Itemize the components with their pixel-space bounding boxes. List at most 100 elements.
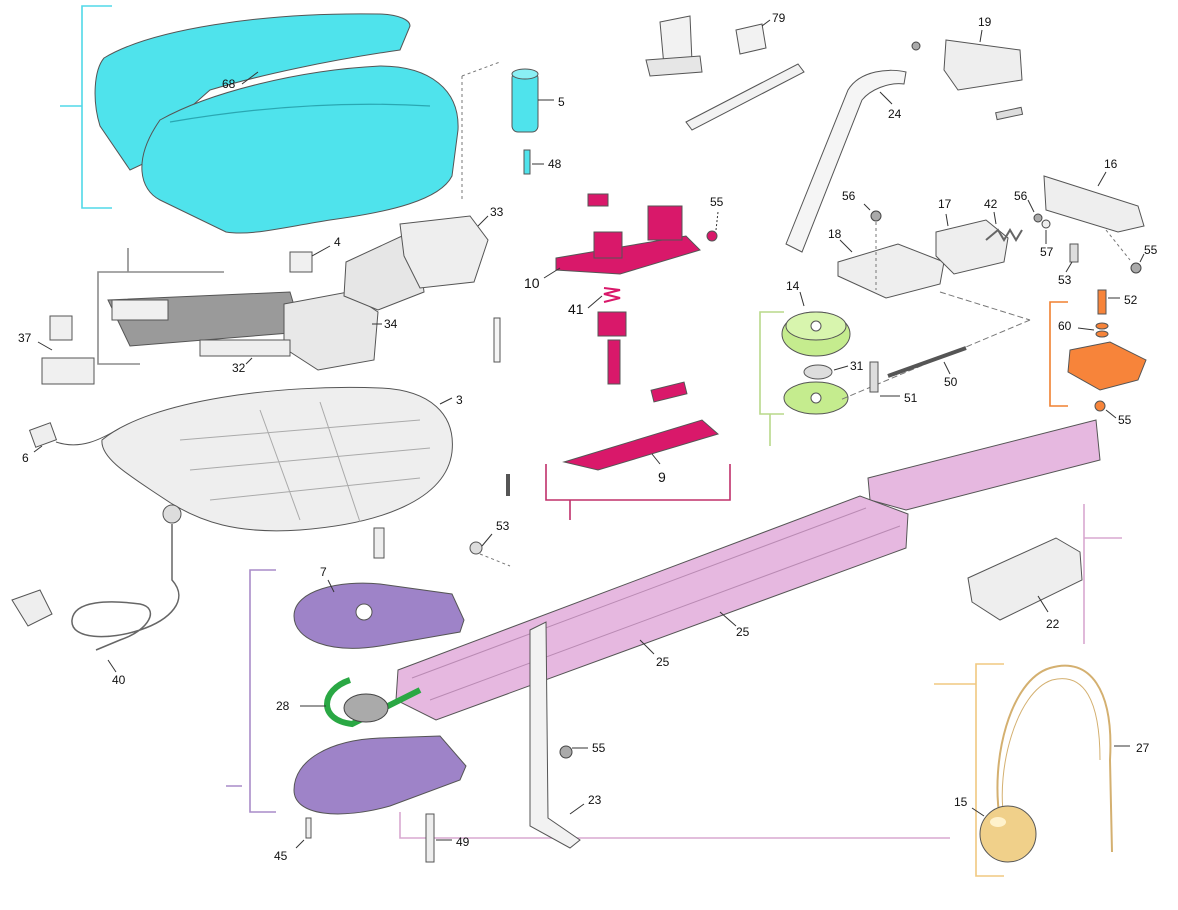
rail-dash — [479, 553, 511, 567]
carriage-block — [593, 231, 623, 259]
leader-3 — [439, 397, 453, 405]
label-60: 60 — [1058, 319, 1072, 333]
group-brackets — [60, 5, 1122, 877]
nut-55c — [1094, 400, 1106, 412]
label-9: 9 — [658, 469, 666, 485]
label-4: 4 — [334, 235, 341, 249]
label-25a: 25 — [736, 625, 750, 639]
leader-42 — [993, 211, 997, 225]
label-22: 22 — [1046, 617, 1060, 631]
label-56a: 56 — [842, 189, 856, 203]
label-27: 27 — [1136, 741, 1150, 755]
rail-section-near — [395, 495, 909, 721]
label-68: 68 — [222, 77, 236, 91]
rail-assembly: 25 25 22 53 — [395, 419, 1101, 721]
leader-22 — [1037, 595, 1049, 613]
leader-32 — [245, 357, 253, 365]
label-37: 37 — [18, 331, 32, 345]
connector-37a — [49, 315, 73, 341]
terminal-block — [111, 299, 169, 321]
leader-19 — [979, 29, 983, 43]
washer-60b — [1095, 330, 1109, 338]
connector-dash — [939, 291, 1031, 321]
grommet — [162, 504, 182, 524]
leader-41 — [587, 295, 603, 309]
bolt-51 — [869, 361, 879, 393]
screw-48 — [523, 149, 531, 175]
label-32: 32 — [232, 361, 246, 375]
leader-17 — [945, 213, 949, 227]
cord-27-inner — [1001, 678, 1101, 819]
nut-top — [911, 41, 921, 51]
label-55d: 55 — [592, 741, 606, 755]
leader-55a — [715, 211, 719, 231]
screw-49 — [425, 813, 435, 863]
leader-37 — [37, 341, 53, 351]
bolt-53b — [469, 541, 483, 555]
leader-55b — [1139, 253, 1145, 263]
control-unit-group-bracket — [97, 248, 224, 365]
leader-25a — [719, 611, 737, 627]
label-79: 79 — [772, 11, 786, 25]
switch-4 — [289, 251, 313, 273]
carriage-plate-10 — [555, 235, 701, 275]
gear-14-hub — [810, 320, 822, 332]
part-55a — [706, 230, 718, 242]
gearbox-33 — [399, 215, 489, 289]
label-33: 33 — [490, 205, 504, 219]
leader-14 — [799, 291, 805, 307]
leader-9 — [651, 453, 661, 465]
bracket-dash — [1105, 229, 1131, 261]
leader-31 — [833, 365, 849, 371]
carriage-group-bracket — [545, 464, 731, 520]
cord-27 — [996, 664, 1113, 853]
bracket-17 — [935, 219, 1009, 275]
belt-loop — [324, 677, 422, 728]
leader-6 — [33, 445, 43, 453]
sensor-wire — [55, 427, 121, 446]
nut-55d — [559, 745, 573, 759]
label-48: 48 — [548, 157, 562, 171]
label-41: 41 — [568, 301, 584, 317]
label-10: 10 — [524, 275, 540, 291]
carriage-post — [647, 205, 683, 241]
rail-groove — [411, 507, 901, 701]
label-56b: 56 — [1014, 189, 1028, 203]
plate-19 — [943, 39, 1023, 91]
top-cover — [94, 13, 411, 171]
pulley-base — [293, 735, 467, 815]
label-53b: 53 — [496, 519, 510, 533]
leader-68 — [241, 71, 259, 85]
rail-connector-group-bracket — [1083, 504, 1122, 644]
rail-section-far — [867, 419, 1101, 511]
arm-24 — [785, 69, 907, 253]
label-55a: 55 — [710, 195, 724, 209]
label-51: 51 — [904, 391, 918, 405]
connector-37b — [41, 357, 95, 385]
spring-42 — [985, 228, 1023, 242]
label-45: 45 — [274, 849, 288, 863]
cover-assembly: 68 5 48 — [94, 13, 565, 234]
bulb-group-bracket — [934, 663, 1004, 877]
cover-group-bracket — [60, 5, 112, 209]
leader-23 — [569, 803, 585, 815]
label-18: 18 — [828, 227, 842, 241]
mount-hardware: 18 56 17 42 56 57 53 55 50 51 — [828, 189, 1158, 405]
leader-16 — [1097, 171, 1107, 187]
label-14: 14 — [786, 279, 800, 293]
knob-part — [511, 71, 539, 133]
sensor-6 — [28, 422, 58, 448]
leader-7 — [327, 579, 335, 593]
leader-10 — [543, 267, 561, 279]
label-6: 6 — [22, 451, 29, 465]
nut-55b — [1130, 262, 1142, 274]
rod-bar — [685, 63, 805, 131]
leader-60 — [1077, 327, 1095, 331]
label-28: 28 — [276, 699, 290, 713]
label-23: 23 — [588, 793, 602, 807]
plug — [11, 589, 53, 627]
bolt-vertical — [493, 317, 501, 363]
pulley-gear-28 — [343, 693, 389, 723]
screw-45 — [305, 817, 312, 839]
leader-79 — [761, 19, 771, 27]
